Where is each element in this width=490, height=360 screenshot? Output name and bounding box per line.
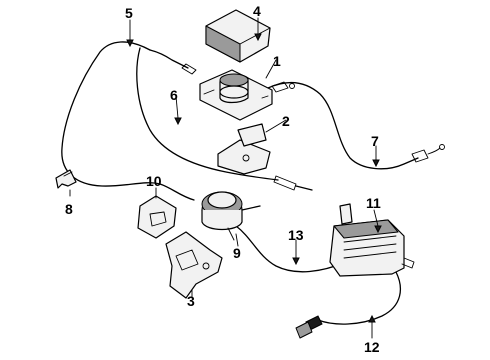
module-part-11 (329, 203, 415, 277)
callout-12: 12 (364, 339, 380, 355)
bracket-part-2 (217, 123, 271, 175)
callout-1: 1 (273, 53, 281, 69)
bracket-part-1 (199, 69, 273, 121)
callout-11: 11 (366, 195, 381, 211)
clip-part-8 (55, 169, 77, 189)
cable-7 (267, 82, 445, 170)
bracket-part-3 (165, 231, 223, 299)
callout-10: 10 (146, 173, 162, 189)
callout-9: 9 (233, 245, 241, 261)
actuator-part-9 (201, 191, 261, 241)
callout-4: 4 (253, 3, 261, 19)
callout-13: 13 (288, 227, 304, 243)
cable-13 (235, 225, 347, 273)
callout-5: 5 (125, 5, 133, 21)
callout-8: 8 (65, 201, 73, 217)
callout-7: 7 (371, 133, 379, 149)
cable-12 (295, 271, 402, 339)
cable-6 (136, 47, 313, 191)
connector-upper (271, 81, 295, 93)
callout-2: 2 (282, 113, 290, 129)
leader-lines (69, 17, 382, 339)
cable-5 (61, 41, 197, 201)
callout-labels: 5 4 1 2 6 7 8 10 11 13 9 3 12 (65, 3, 381, 355)
cover-part-4 (205, 9, 271, 63)
callout-3: 3 (187, 293, 195, 309)
bracket-part-10 (137, 195, 177, 239)
callout-6: 6 (170, 87, 178, 103)
